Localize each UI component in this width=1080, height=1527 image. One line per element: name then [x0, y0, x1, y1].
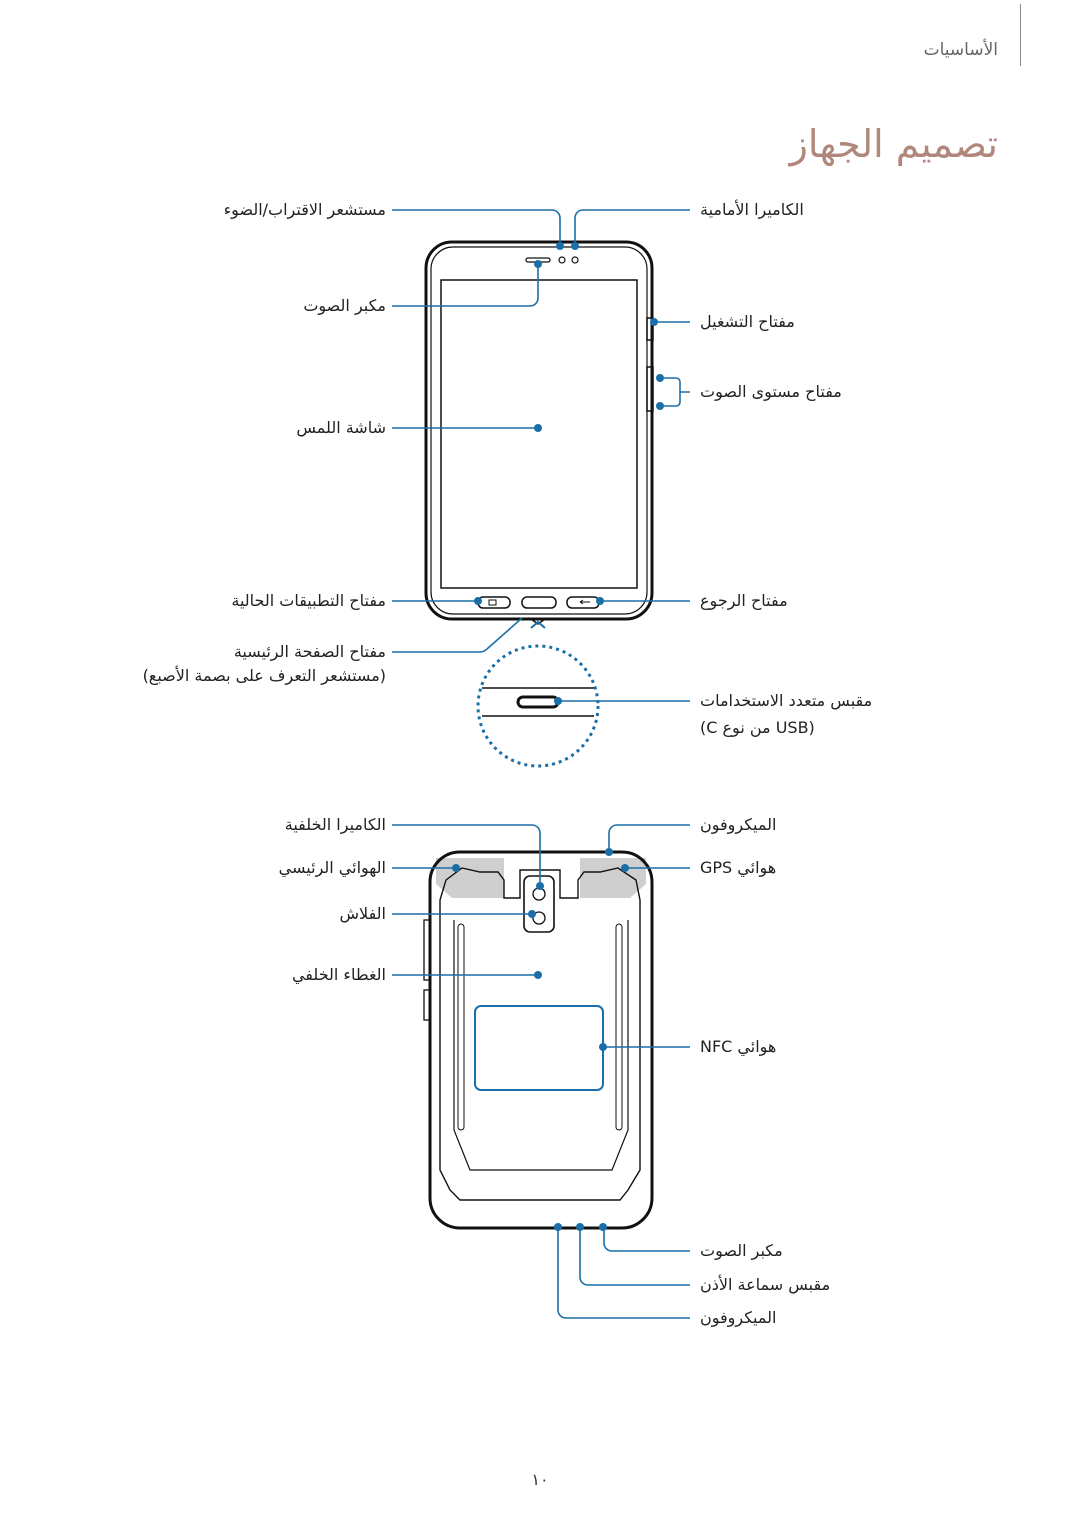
screen-area	[440, 279, 638, 589]
back-device	[423, 850, 654, 1230]
label-home-key: مفتاح الصفحة الرئيسية	[233, 642, 386, 661]
label-nfc-antenna: هوائي NFC	[700, 1037, 777, 1056]
label-earphone-jack: مقبس سماعة الأذن	[700, 1275, 831, 1294]
power-button-shape	[646, 317, 654, 341]
label-speaker: مكبر الصوت	[303, 296, 386, 315]
camera-module-shape	[523, 875, 555, 933]
label-microphone-top: الميكروفون	[700, 815, 777, 834]
front-device	[424, 240, 654, 625]
label-back-key: مفتاح الرجوع	[700, 591, 788, 610]
label-touchscreen: شاشة اللمس	[296, 418, 386, 437]
front-callout-dots	[474, 242, 664, 705]
label-main-antenna: الهوائي الرئيسي	[278, 858, 386, 877]
front-callout-lines	[392, 209, 690, 702]
home-key-shape	[521, 596, 557, 609]
label-proximity-sensor: مستشعر الاقتراب/الضوء	[223, 200, 386, 219]
label-recents-key: مفتاح التطبيقات الحالية	[231, 591, 386, 610]
usb-zoom-view	[476, 620, 600, 768]
label-fingerprint-sensor: (مستشعر التعرف على بصمة الأصبع)	[142, 666, 386, 685]
label-back-cover: الغطاء الخلفي	[291, 965, 386, 984]
label-power-key: مفتاح التشغيل	[700, 312, 795, 331]
page-title: تصميم الجهاز	[789, 122, 998, 166]
label-rear-camera: الكاميرا الخلفية	[284, 815, 386, 834]
section-header: الأساسيات	[923, 40, 998, 60]
label-front-camera: الكاميرا الأمامية	[700, 200, 804, 219]
header-divider	[1020, 4, 1021, 66]
label-usb-port: مقبس متعدد الاستخدامات	[700, 691, 873, 710]
label-speaker-bottom: مكبر الصوت	[700, 1241, 783, 1260]
label-gps-antenna: هوائي GPS	[700, 858, 777, 877]
label-microphone-bottom: الميكروفون	[700, 1308, 777, 1327]
usb-port-shape	[516, 695, 560, 709]
back-callout-dots	[452, 848, 629, 1231]
label-flash: الفلاش	[339, 904, 387, 923]
page-number: ١٠	[531, 1470, 549, 1489]
nfc-area	[474, 1005, 604, 1091]
label-usb-port-type: (USB من نوع C)	[700, 718, 815, 737]
recents-key-shape	[477, 596, 511, 609]
volume-button-shape	[646, 366, 654, 412]
back-callout-lines	[392, 824, 690, 1319]
label-volume-key: مفتاح مستوى الصوت	[700, 382, 842, 401]
